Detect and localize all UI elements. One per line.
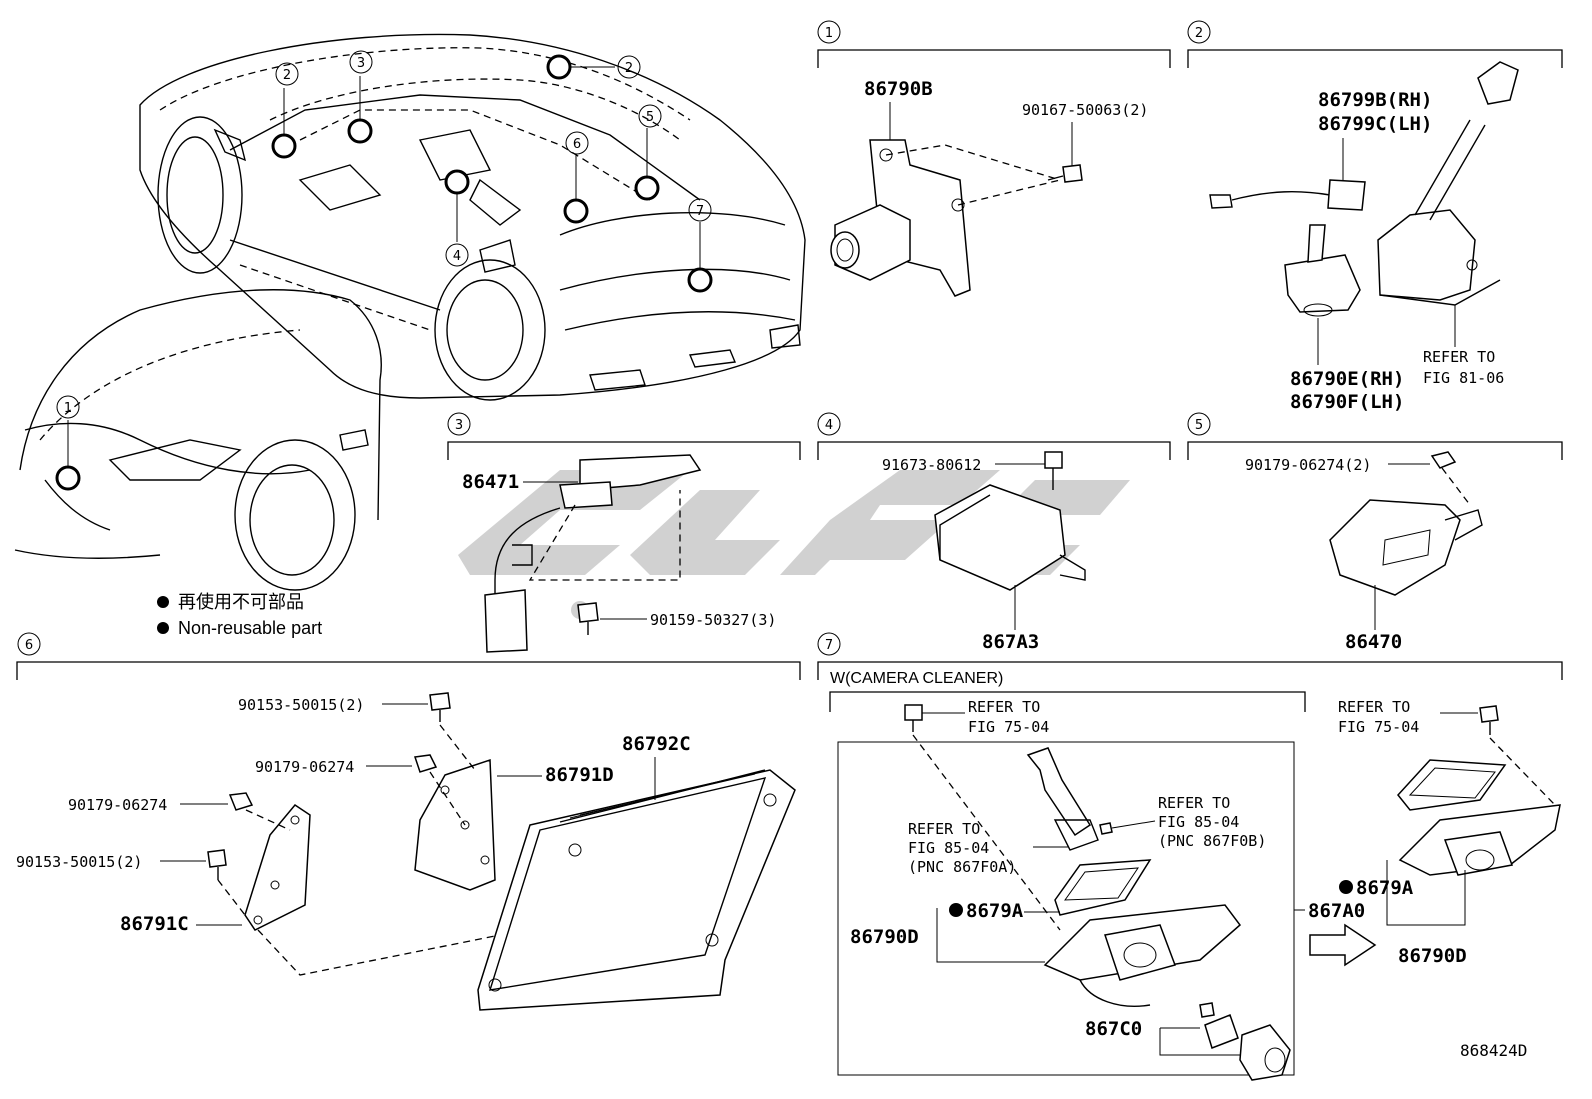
- part-86790B-label: 86790B: [864, 78, 933, 100]
- part-86791C-label: 86791C: [120, 913, 189, 935]
- section-1-front-camera: 1 86790B 90167-50063(2): [817, 20, 1171, 297]
- part-8679A-label: 8679A: [966, 900, 1024, 922]
- callout-label: 1: [64, 401, 72, 416]
- variant-label: W(CAMERA CLEANER): [830, 670, 1003, 687]
- vehicle-rear-view: [139, 33, 806, 401]
- illustration-id: 868424D: [1460, 1041, 1527, 1060]
- part-86790F-label: 86790F(LH): [1290, 391, 1404, 413]
- section-7-rear-camera: 7 W(CAMERA CLEANER) REFER TO FIG 75-04 R…: [817, 632, 1563, 1081]
- part-90179-06274-2-label: 90179-06274(2): [1245, 456, 1371, 474]
- callout-label: 2: [283, 68, 291, 83]
- part-90159-50327-label: 90159-50327(3): [650, 611, 776, 629]
- refer-fig-85-04-a-line2: FIG 85-04: [908, 839, 989, 857]
- section-number: 6: [25, 638, 33, 653]
- section-number: 5: [1195, 418, 1203, 433]
- refer-fig-85-04-a-line3: (PNC 867F0A): [908, 858, 1016, 876]
- refer-fig-81-06-line1: REFER TO: [1423, 348, 1495, 366]
- section-2-side-camera: 2 86799B(RH) 86799C(LH) 86790E(RH) 86790…: [1187, 20, 1563, 413]
- refer-fig-75-04-b-line2: FIG 75-04: [1338, 718, 1419, 736]
- section-number: 2: [1195, 26, 1203, 41]
- refer-fig-85-04-a-line1: REFER TO: [908, 820, 980, 838]
- callout-label: 3: [357, 56, 365, 71]
- legend-ja: 再使用不可部品: [178, 592, 304, 612]
- section-3-camera-mount: 3 86471 90159-50327(3): [447, 412, 801, 653]
- refer-fig-75-04-b-line1: REFER TO: [1338, 698, 1410, 716]
- callout-label: 5: [646, 110, 654, 125]
- part-90153-50015-2-label-a: 90153-50015(2): [238, 696, 364, 714]
- vehicle-front-view: [14, 289, 382, 591]
- part-91673-80612-label: 91673-80612: [882, 456, 981, 474]
- section-number: 4: [825, 418, 833, 433]
- callout-label: 2: [625, 61, 633, 76]
- part-8679A-label-2: 8679A: [1356, 877, 1414, 899]
- legend: 再使用不可部品 Non-reusable part: [157, 592, 322, 638]
- part-90167-50063-label: 90167-50063(2): [1022, 101, 1148, 119]
- part-90179-06274-label-a: 90179-06274: [255, 758, 354, 776]
- callout-label: 6: [573, 137, 581, 152]
- section-6-ecu-bracket: 6 90153-50015(2) 90179-06274 90179-06274…: [16, 632, 801, 1011]
- part-86470-label: 86470: [1345, 631, 1402, 653]
- section-number: 3: [455, 418, 463, 433]
- part-86792C-label: 86792C: [622, 733, 691, 755]
- part-86471-label: 86471: [462, 471, 519, 493]
- part-86790E-label: 86790E(RH): [1290, 368, 1404, 390]
- section-number: 1: [825, 26, 833, 41]
- refer-fig-85-04-b-line3: (PNC 867F0B): [1158, 832, 1266, 850]
- part-86790D-label: 86790D: [850, 926, 919, 948]
- part-86799B-label: 86799B(RH): [1318, 89, 1432, 111]
- legend-en: Non-reusable part: [178, 618, 322, 638]
- part-867A0-label: 867A0: [1308, 900, 1365, 922]
- location-callout-numbers: 2 3 2 4 5 6 7 1: [56, 50, 712, 419]
- part-90153-50015-2-label-b: 90153-50015(2): [16, 853, 142, 871]
- callout-label: 4: [453, 249, 461, 264]
- part-867C0-label: 867C0: [1085, 1018, 1142, 1040]
- refer-fig-81-06-line2: FIG 81-06: [1423, 369, 1504, 387]
- refer-fig-75-04-a-line1: REFER TO: [968, 698, 1040, 716]
- refer-fig-75-04-a-line2: FIG 75-04: [968, 718, 1049, 736]
- part-86791D-label: 86791D: [545, 764, 614, 786]
- section-number: 7: [825, 638, 833, 653]
- callout-label: 7: [696, 204, 704, 219]
- refer-fig-85-04-b-line2: FIG 85-04: [1158, 813, 1239, 831]
- location-bubbles: [55, 54, 713, 491]
- part-90179-06274-label-b: 90179-06274: [68, 796, 167, 814]
- part-867A3-label: 867A3: [982, 631, 1039, 653]
- refer-fig-85-04-b-line1: REFER TO: [1158, 794, 1230, 812]
- part-86799C-label: 86799C(LH): [1318, 113, 1432, 135]
- section-4-ecu: 4 91673-80612 867A3: [817, 412, 1171, 653]
- section-5-module: 5 90179-06274(2) 86470: [1187, 412, 1563, 653]
- part-86790D-label-2: 86790D: [1398, 945, 1467, 967]
